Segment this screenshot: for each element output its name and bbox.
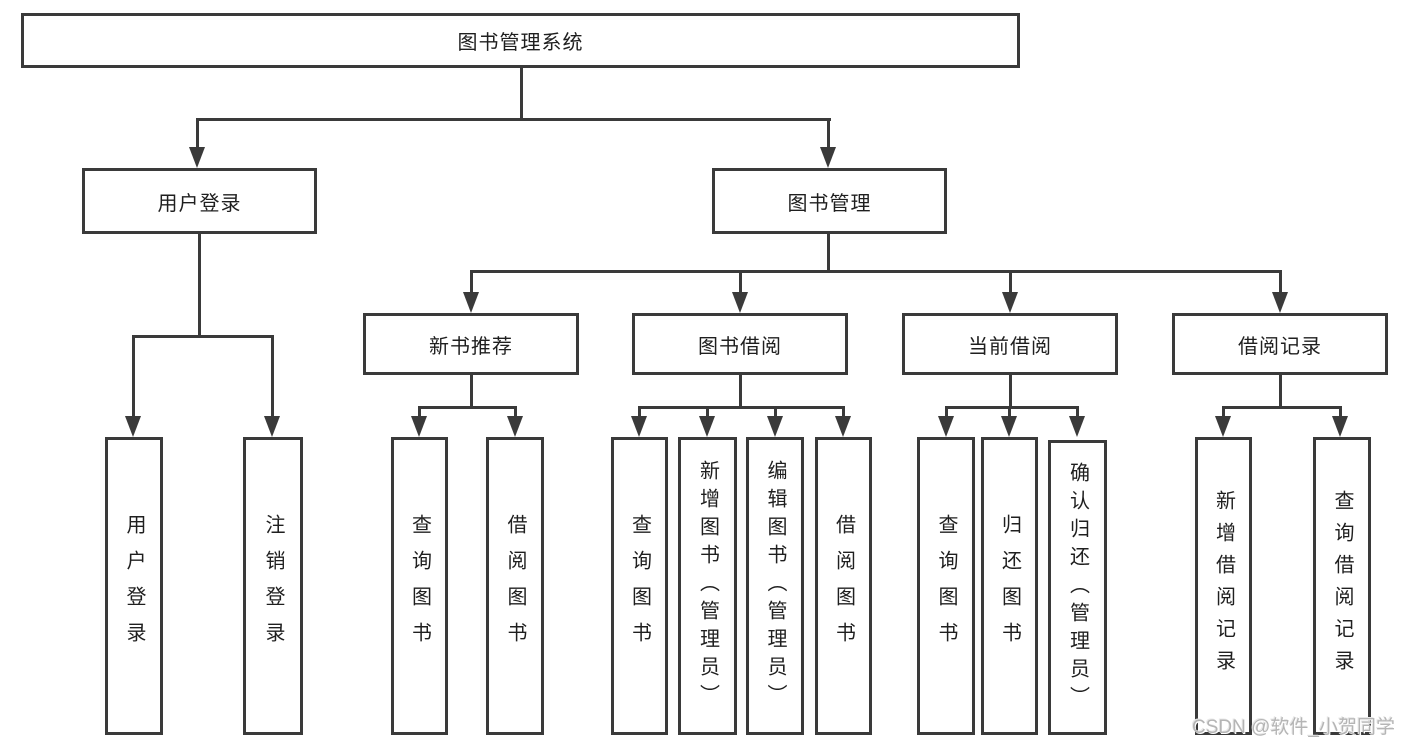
connector-line bbox=[470, 270, 1282, 273]
arrow-down-icon bbox=[1272, 292, 1288, 313]
leaf-label: 归还图书 bbox=[998, 514, 1021, 658]
arrow-down-icon bbox=[938, 416, 954, 437]
leaf-label: 查询图书 bbox=[408, 514, 431, 658]
node-current-borrowing: 当前借阅 bbox=[902, 313, 1118, 375]
connector-line bbox=[1279, 270, 1282, 292]
leaf-borrow-books: 借阅图书 bbox=[815, 437, 872, 735]
arrow-down-icon bbox=[631, 416, 647, 437]
node-label: 当前借阅 bbox=[968, 335, 1052, 358]
arrow-down-icon bbox=[767, 416, 783, 437]
connector-line bbox=[945, 406, 1079, 409]
leaf-return-books: 归还图书 bbox=[981, 437, 1038, 735]
node-library-management-system: 图书管理系统 bbox=[21, 13, 1020, 68]
leaf-edit-books-admin: 编辑图书（管理员） bbox=[746, 437, 804, 735]
arrow-down-icon bbox=[835, 416, 851, 437]
node-label: 借阅记录 bbox=[1238, 335, 1322, 358]
connector-line bbox=[739, 375, 742, 408]
leaf-label: 查询借阅记录 bbox=[1331, 490, 1353, 682]
connector-line bbox=[520, 68, 523, 119]
node-book-management: 图书管理 bbox=[712, 168, 947, 234]
leaf-label: 查询图书 bbox=[628, 514, 651, 658]
leaf-logout: 注销登录 bbox=[243, 437, 303, 735]
connector-line bbox=[1076, 406, 1079, 416]
csdn-watermark: CSDN @软件_小贺同学 bbox=[1192, 717, 1395, 738]
connector-line bbox=[514, 406, 517, 416]
arrow-down-icon bbox=[732, 292, 748, 313]
connector-line bbox=[470, 375, 473, 408]
node-new-book-recommendation: 新书推荐 bbox=[363, 313, 579, 375]
leaf-query-books: 查询图书 bbox=[391, 437, 448, 735]
arrow-down-icon bbox=[264, 416, 280, 437]
connector-line bbox=[827, 118, 830, 148]
connector-line bbox=[706, 406, 709, 416]
connector-line bbox=[1222, 406, 1342, 409]
connector-line bbox=[132, 335, 274, 338]
connector-line bbox=[1008, 406, 1011, 416]
node-user-login: 用户登录 bbox=[82, 168, 317, 234]
arrow-down-icon bbox=[125, 416, 141, 437]
arrow-down-icon bbox=[189, 147, 205, 168]
connector-line bbox=[132, 335, 135, 416]
leaf-label: 新增图书（管理员） bbox=[696, 460, 719, 712]
connector-line bbox=[418, 406, 421, 416]
leaf-label: 查询图书 bbox=[935, 514, 957, 658]
leaf-add-borrow-record: 新增借阅记录 bbox=[1195, 437, 1252, 735]
connector-line bbox=[638, 406, 641, 416]
leaf-query-borrow-record: 查询借阅记录 bbox=[1313, 437, 1371, 735]
leaf-user-login: 用户登录 bbox=[105, 437, 163, 735]
arrow-down-icon bbox=[699, 416, 715, 437]
node-label: 图书管理 bbox=[787, 192, 872, 215]
node-book-borrowing: 图书借阅 bbox=[632, 313, 848, 375]
leaf-borrow-books: 借阅图书 bbox=[486, 437, 544, 735]
arrow-down-icon bbox=[507, 416, 523, 437]
arrow-down-icon bbox=[411, 416, 427, 437]
node-label: 图书借阅 bbox=[698, 335, 782, 358]
leaf-label: 注销登录 bbox=[262, 514, 284, 658]
connector-line bbox=[842, 406, 845, 416]
node-label: 新书推荐 bbox=[429, 335, 513, 358]
connector-line bbox=[196, 118, 831, 121]
arrow-down-icon bbox=[463, 292, 479, 313]
connector-line bbox=[827, 234, 830, 272]
connector-line bbox=[1339, 406, 1342, 416]
connector-line bbox=[774, 406, 777, 416]
arrow-down-icon bbox=[1332, 416, 1348, 437]
connector-line bbox=[1009, 270, 1012, 292]
leaf-label: 确认归还（管理员） bbox=[1066, 461, 1089, 714]
connector-line bbox=[638, 406, 845, 409]
connector-line bbox=[271, 335, 274, 416]
arrow-down-icon bbox=[1215, 416, 1231, 437]
leaf-query-books: 查询图书 bbox=[611, 437, 668, 735]
connector-line bbox=[1222, 406, 1225, 416]
arrow-down-icon bbox=[1069, 416, 1085, 437]
connector-line bbox=[418, 406, 517, 409]
arrow-down-icon bbox=[1001, 416, 1017, 437]
leaf-label: 新增借阅记录 bbox=[1212, 490, 1235, 682]
leaf-label: 编辑图书（管理员） bbox=[764, 460, 786, 712]
connector-line bbox=[945, 406, 948, 416]
leaf-add-books-admin: 新增图书（管理员） bbox=[678, 437, 737, 735]
leaf-label: 借阅图书 bbox=[504, 514, 526, 658]
node-label: 用户登录 bbox=[157, 192, 242, 215]
leaf-label: 用户登录 bbox=[123, 514, 145, 658]
node-label: 图书管理系统 bbox=[457, 32, 584, 54]
connector-line bbox=[1009, 375, 1012, 408]
connector-line bbox=[1279, 375, 1282, 408]
leaf-label: 借阅图书 bbox=[832, 514, 855, 658]
node-borrowing-records: 借阅记录 bbox=[1172, 313, 1388, 375]
connector-line bbox=[739, 270, 742, 292]
connector-line bbox=[198, 234, 201, 337]
arrow-down-icon bbox=[820, 147, 836, 168]
arrow-down-icon bbox=[1002, 292, 1018, 313]
connector-line bbox=[196, 118, 199, 148]
leaf-confirm-return-admin: 确认归还（管理员） bbox=[1048, 440, 1107, 735]
connector-line bbox=[470, 270, 473, 292]
leaf-query-books: 查询图书 bbox=[917, 437, 975, 735]
